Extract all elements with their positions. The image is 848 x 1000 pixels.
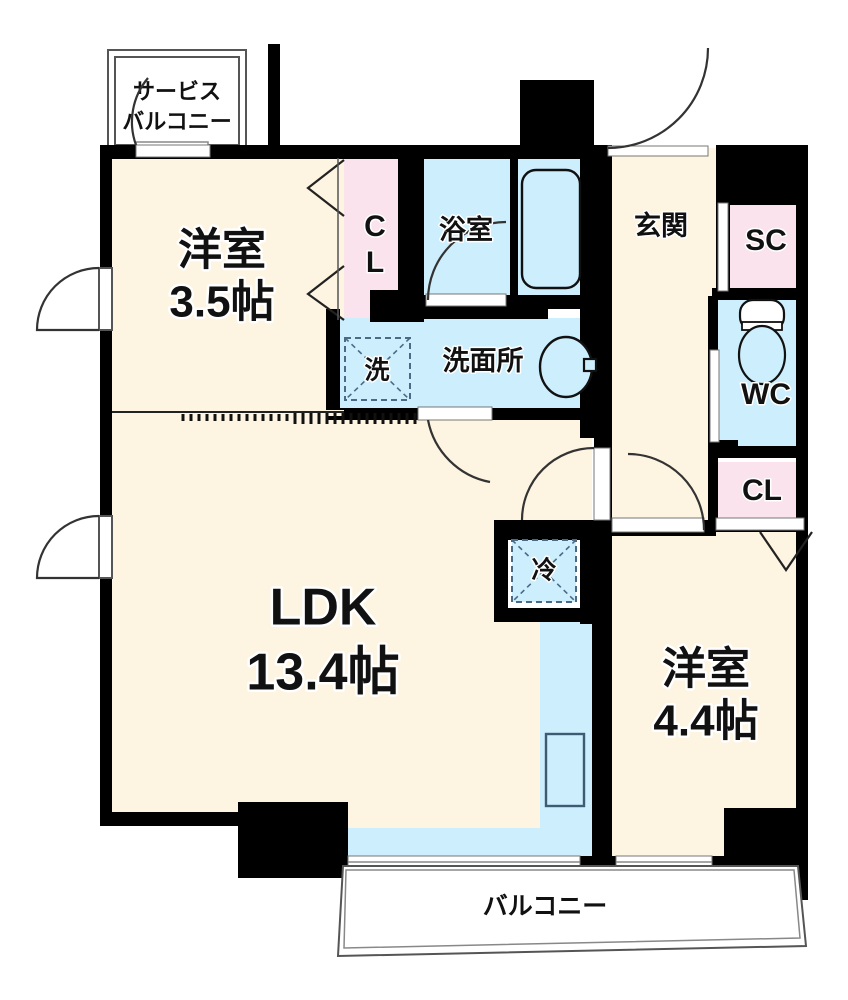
toilet-fixture <box>737 298 787 386</box>
washer-label: 洗 <box>364 357 389 385</box>
fridge-diag-2 <box>511 539 577 603</box>
closet-bedroom1-label-l: L <box>366 246 384 279</box>
toilet-label: WC <box>741 378 791 411</box>
pillar-bottom-left <box>238 802 348 878</box>
entrance-label: 玄関 <box>634 210 688 241</box>
arc-door-bedroom2 <box>627 452 706 531</box>
chevron-closet2 <box>759 531 813 572</box>
closet-bedroom1-floor <box>344 148 410 318</box>
entrance-floor <box>612 148 716 538</box>
service-balcony-label-line2: バルコニー <box>122 109 232 134</box>
wall-kitchen-right <box>592 612 608 868</box>
bathtub <box>520 168 582 290</box>
toilet-bowl <box>737 324 787 386</box>
wall-washer-left <box>326 309 340 419</box>
shoe-closet-floor <box>726 203 806 291</box>
fridge-space <box>511 539 577 603</box>
service-balcony-label-line1: サービス <box>133 79 221 104</box>
wall-closet2-left <box>708 456 718 532</box>
vanity-sink <box>538 335 598 399</box>
window-bedroom1-left <box>98 267 113 331</box>
washroom-label: 洗面所 <box>443 346 524 376</box>
wall-right-outer <box>796 145 808 835</box>
arc-door-bathroom <box>426 220 507 301</box>
sink-faucet <box>582 357 598 373</box>
partition-hatching <box>181 413 417 424</box>
bathroom-label: 浴室 <box>439 214 493 245</box>
window-ldk-left <box>98 515 113 579</box>
washer-diag-2 <box>344 337 411 401</box>
door-opening-bathroom <box>425 293 507 307</box>
sliding-partition-bedroom1 <box>112 410 417 424</box>
wall-corridor-left <box>594 145 612 543</box>
fridge-diag-1 <box>511 539 577 603</box>
wall-sc-wc <box>712 288 808 300</box>
bedroom-2-label: 洋室 <box>662 644 750 694</box>
arc-window-ldk <box>35 514 100 580</box>
room-labels: 洋室 3.5帖 C L 浴室 洗面所 洗 玄関 SC WC CL 洋室 4.4帖… <box>167 208 793 748</box>
chevron-closet1-lower <box>306 265 345 321</box>
closet-bedroom1-label-c: C <box>364 210 386 243</box>
arc-door-hall <box>520 446 595 521</box>
wall-bath-washroom-2 <box>424 309 548 319</box>
ldk-label: LDK <box>270 579 377 637</box>
ldk-size: 13.4帖 <box>246 644 399 702</box>
wall-closet-bath <box>398 145 424 317</box>
closet-bedroom2-floor <box>716 462 806 524</box>
windows <box>98 144 805 869</box>
wall-balcony-divider <box>268 44 280 154</box>
kitchen-sink-basin <box>544 732 586 808</box>
balcony-region: バルコニー <box>336 865 808 958</box>
wall-fridge-top <box>494 528 598 540</box>
bedroom-1-label: 洋室 <box>178 225 266 275</box>
kitchen-floor <box>340 620 592 862</box>
door-opening-closet2 <box>715 517 805 531</box>
closet-bedroom2-label: CL <box>742 474 782 507</box>
bedroom-2-size: 4.4帖 <box>653 697 758 746</box>
window-service-balcony <box>135 144 211 158</box>
arc-door-entrance <box>607 47 710 150</box>
wall-ldk-bottom-left <box>100 812 248 826</box>
wall-block-top-mid <box>520 80 594 158</box>
floor-fills <box>112 148 806 866</box>
service-balcony-region: サービス バルコニー <box>107 49 247 151</box>
door-opening-shoe-closet <box>717 202 729 292</box>
chevron-closet1-upper <box>306 159 345 217</box>
door-opening-toilet <box>709 349 720 443</box>
wall-fridge-left <box>494 530 508 622</box>
ldk-floor <box>112 416 592 828</box>
wall-fridge-bottom <box>494 608 598 622</box>
wall-tub-divider <box>510 159 518 295</box>
bedroom-1-size: 3.5帖 <box>169 278 274 327</box>
arc-window-bedroom1 <box>35 266 100 332</box>
wall-left-outer <box>100 145 112 825</box>
washer-diag-1 <box>344 337 411 401</box>
arc-service-balcony-door <box>130 77 149 146</box>
shoe-closet-label: SC <box>745 224 787 257</box>
wall-washroom-right <box>580 148 594 438</box>
bathtub-shape <box>520 168 582 290</box>
wall-block-sc-top <box>716 145 808 205</box>
wall-wc-bottom <box>712 446 808 458</box>
closet-door-chevrons <box>306 159 813 572</box>
wall-fridge-right <box>580 528 596 624</box>
balcony-inner <box>343 869 801 949</box>
bedroom-2-floor <box>612 530 806 866</box>
washer-space <box>344 337 411 401</box>
fridge-label: 冷 <box>531 556 556 585</box>
door-opening-bedroom2 <box>611 517 705 533</box>
door-opening-entrance <box>607 145 709 157</box>
arc-door-washroom <box>426 419 491 484</box>
balcony-label: バルコニー <box>483 893 608 921</box>
bedroom-1-floor <box>112 148 344 416</box>
door-opening-washroom <box>417 406 493 421</box>
kitchen-sink <box>544 732 586 808</box>
door-opening-corridor <box>593 447 611 521</box>
